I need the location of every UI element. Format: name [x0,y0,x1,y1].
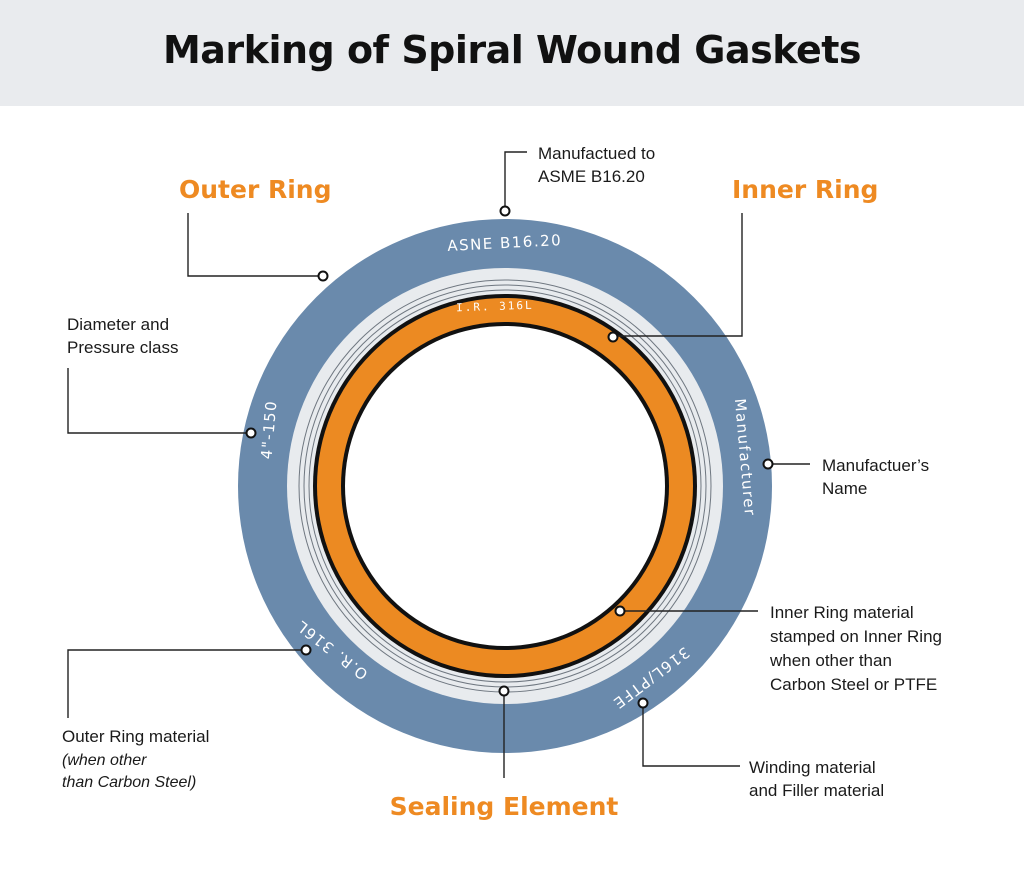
callout-standard-line1: Manufactued to [538,144,655,163]
label-outer-ring: Outer Ring [179,175,332,204]
leader-standard [504,151,527,211]
label-sealing-element: Sealing Element [390,792,619,821]
callout-inner-ring-material-line2: stamped on Inner Ring [770,627,942,646]
marker-standard [499,205,511,217]
callout-inner-ring-material-line3: when other than [769,651,892,670]
callout-outer-ring-material-line1: Outer Ring material [62,727,209,746]
marker-diameter [245,427,257,439]
leader-winding [642,703,740,767]
leader-outer-ring-material [67,649,306,718]
marker-outer-ring [317,270,329,282]
callout-winding-line2: and Filler material [749,781,884,800]
marker-manufacturer [762,458,774,470]
leader-inner-ring [613,213,743,337]
page-title: Marking of Spiral Wound Gaskets [162,28,862,72]
callout-inner-ring-material-line1: Inner Ring material [770,603,914,622]
marker-inner-ring [607,331,619,343]
callout-outer-ring-material-note1: (when other [62,752,147,769]
marker-outer-ring-material [300,644,312,656]
bore [345,326,665,646]
marking-standard: ASNE B16.20 [447,231,563,255]
winding-line [308,289,702,683]
marker-winding [637,697,649,709]
leader-diameter [67,368,251,434]
label-inner-ring: Inner Ring [732,175,878,204]
callout-manufacturer-line1: Manufactuer’s [822,456,929,475]
marking-inner-ring-material: I.R. 316L [456,299,534,315]
callout-standard-line2: ASME B16.20 [538,167,645,186]
callout-diameter-line2: Pressure class [67,338,178,357]
leader-outer-ring [187,213,323,277]
marker-inner-ring-material [614,605,626,617]
marking-size-class: 4"-150 [257,399,280,460]
marker-sealing-element [498,685,510,697]
header-band [0,0,1024,106]
callout-diameter-line1: Diameter and [67,315,169,334]
callout-inner-ring-material-line4: Carbon Steel or PTFE [770,675,937,694]
callout-manufacturer-line2: Name [822,479,867,498]
callout-outer-ring-material-note2: than Carbon Steel) [62,774,196,791]
callout-winding-line1: Winding material [749,758,876,777]
